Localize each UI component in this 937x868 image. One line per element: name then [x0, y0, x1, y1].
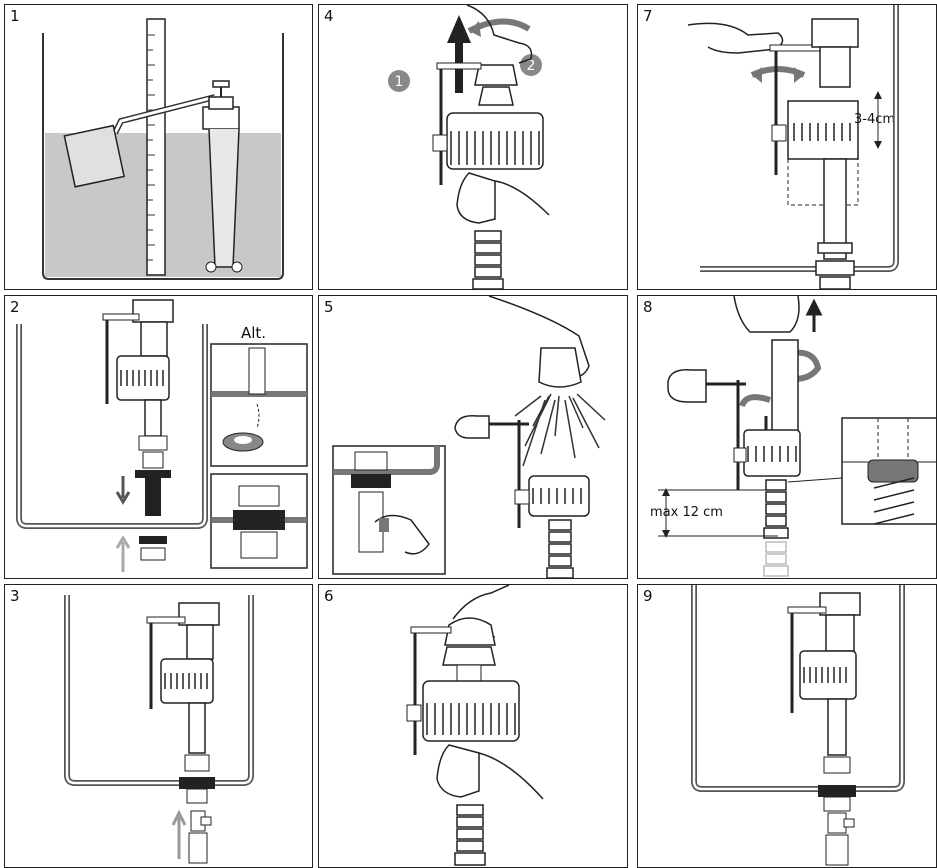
panel-5: 5: [318, 295, 628, 579]
panel-number: 3: [10, 587, 20, 605]
panel-number: 8: [643, 298, 653, 316]
unscrew-cap-illustration: 1 2: [388, 5, 550, 289]
down-arrow: [115, 476, 131, 505]
adjust-valve-height-illustration: max 12 cm: [650, 296, 936, 577]
rotate-arrow-bottom: [739, 394, 771, 408]
panel-number: 4: [324, 7, 334, 25]
panel-number: 9: [643, 587, 653, 605]
hand-top: [466, 5, 533, 64]
svg-text:Alt.: Alt.: [241, 324, 266, 342]
svg-text:1: 1: [395, 74, 404, 90]
cistern-water-level-illustration: [42, 18, 284, 280]
step-2-badge: [520, 54, 542, 76]
panel-6: 6: [318, 584, 628, 868]
ruler: [146, 18, 166, 276]
panel-number: 1: [10, 7, 20, 25]
flush-valve-illustration: [332, 296, 606, 578]
adjust-float-height-illustration: 3-4cm: [687, 5, 899, 289]
svg-text:3-4cm: 3-4cm: [854, 112, 895, 127]
panel-8: 8: [637, 295, 937, 579]
up-arrow: [171, 809, 187, 859]
water-splash: [514, 393, 606, 467]
hand: [687, 22, 784, 54]
hand-bottom: [456, 172, 496, 224]
up-arrow: [115, 535, 131, 572]
refit-cap-illustration: [406, 585, 544, 866]
panel-number: 5: [324, 298, 334, 316]
float: [63, 124, 125, 188]
panel-2: 2 Alt.: [4, 295, 313, 579]
hand-top: [733, 296, 800, 333]
hand-bottom: [436, 744, 480, 798]
inset: [332, 445, 446, 575]
svg-text:max 12 cm: max 12 cm: [650, 505, 723, 520]
connect-water-supply-illustration: [64, 595, 254, 864]
panel-9: 9: [637, 584, 937, 868]
panel-4: 4 1 2: [318, 4, 628, 290]
panel-7: 7 3-4cm: [637, 4, 937, 290]
panel-1: 1: [4, 4, 313, 290]
install-valve-illustration: Alt.: [16, 299, 308, 572]
panel-number: 6: [324, 587, 334, 605]
cap-in-hand: [538, 347, 582, 388]
step-1-badge: [388, 70, 410, 92]
panel-number: 7: [643, 7, 653, 25]
installed-valve-illustration: [691, 585, 905, 866]
up-arrow: [447, 15, 471, 93]
nut-dark: [145, 478, 161, 516]
panel-3: 3: [4, 584, 313, 868]
up-arrow: [805, 298, 823, 332]
panel-number: 2: [10, 298, 20, 316]
ghost-extension: [763, 541, 789, 577]
svg-text:2: 2: [527, 58, 536, 74]
